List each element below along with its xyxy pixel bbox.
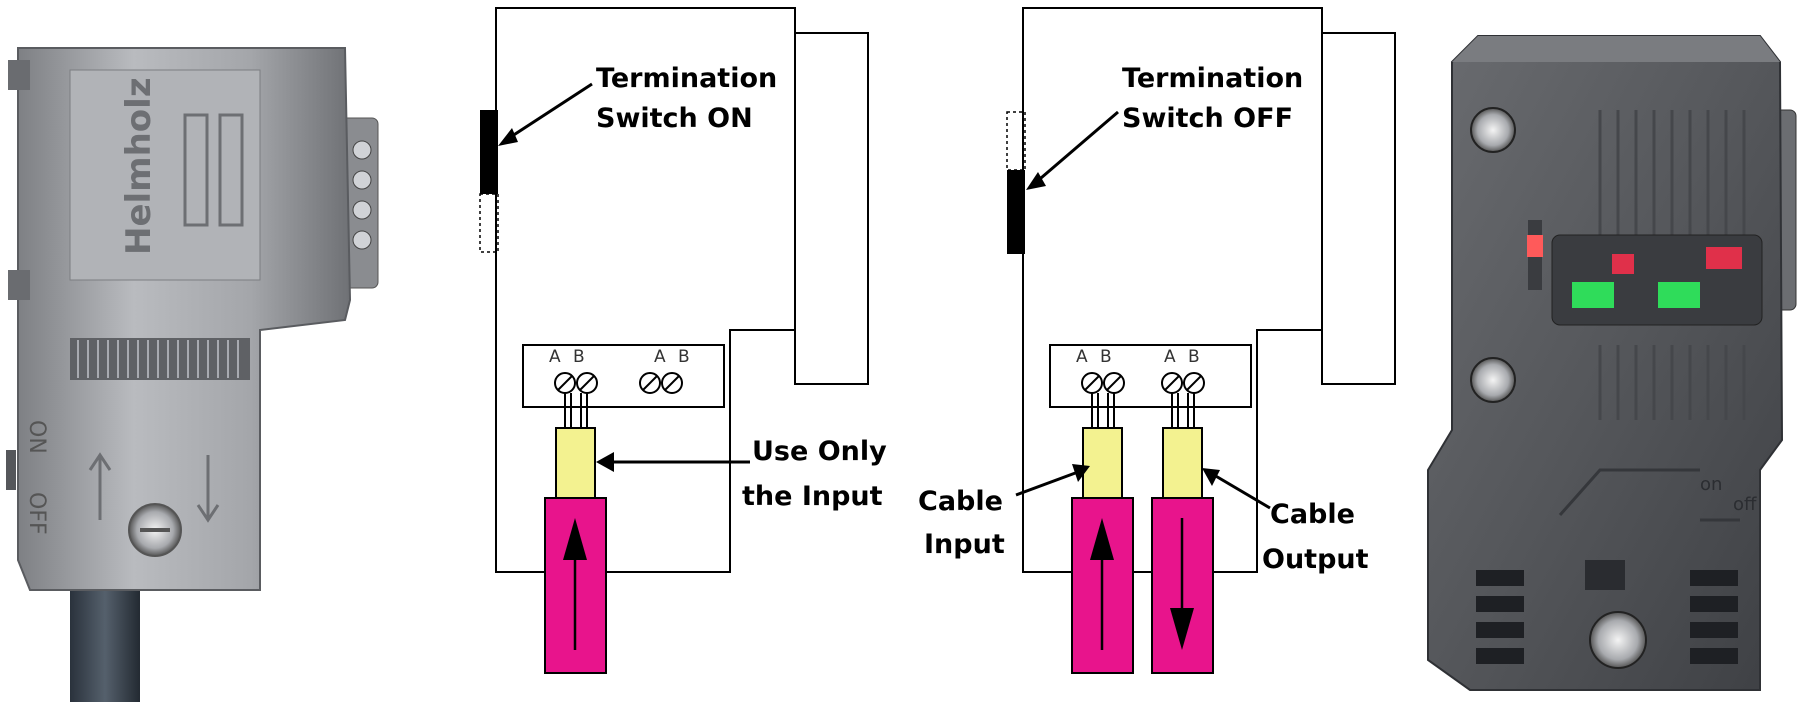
diagram-off-terminal-b1: B: [1100, 347, 1112, 367]
diagram-off-output-core: [1162, 427, 1203, 499]
diagram-off-terminal-b2: B: [1188, 347, 1200, 367]
right-switch-on-text: on: [1700, 474, 1722, 495]
diagram-off-output-label-line2: Output: [1262, 544, 1369, 575]
diagram-on-switch: [480, 110, 498, 194]
right-connector-photo: on off: [1427, 35, 1797, 691]
diagram-off-terminal-a1: A: [1076, 347, 1088, 367]
left-switch-on-text: ON: [24, 420, 49, 454]
diagram-on-termination-label-line2: Switch ON: [596, 103, 753, 134]
diagram-on-input-arrow-icon: [563, 518, 587, 560]
diagram-on-terminal-a1: A: [549, 347, 561, 367]
diagram-termination-on: Termination Switch ON A B A B Use Only t: [479, 7, 887, 674]
diagram-on-terminal-a2: A: [654, 347, 666, 367]
diagram-off-termination-label-line2: Switch OFF: [1122, 103, 1293, 134]
diagram-on-input-label-line2: the Input: [742, 481, 883, 512]
diagram-on-db9-block: [794, 32, 869, 385]
left-label-panel: [69, 69, 261, 281]
diagram-on-cable-core: [555, 427, 596, 499]
diagram-off-input-label-line2: Input: [924, 529, 1005, 560]
diagram-off-input-core: [1082, 427, 1123, 499]
diagram-off-output-arrow-icon: [1170, 608, 1194, 650]
diagram-termination-off: Termination Switch OFF A B A B: [918, 7, 1396, 674]
right-led-red-1: [1612, 254, 1634, 274]
right-led-red-2: [1706, 247, 1742, 269]
right-switch-off-text: off: [1733, 494, 1757, 515]
left-switch-off-text: OFF: [24, 492, 49, 535]
diagram-off-db9-block: [1321, 32, 1396, 385]
right-bottom-screw-icon: [1470, 357, 1516, 403]
right-termination-switch: [1527, 235, 1543, 257]
diagram-on-termination-label-line1: Termination: [596, 63, 777, 94]
left-cable: [70, 580, 140, 702]
right-led-green-1: [1572, 282, 1614, 308]
diagram-off-terminal-block: [1049, 344, 1252, 408]
diagram-off-termination-label-line1: Termination: [1122, 63, 1303, 94]
left-brand-text: Helmholz: [119, 77, 159, 255]
diagram-off-switch: [1007, 170, 1025, 254]
right-led-green-2: [1658, 282, 1700, 308]
diagram-on-terminal-b1: B: [573, 347, 585, 367]
diagram-off-output-label-line1: Cable: [1270, 499, 1355, 530]
right-bottom-dial-icon: [1589, 611, 1647, 669]
diagram-on-terminal-block: [522, 344, 725, 408]
left-grip-ribs: [70, 338, 250, 380]
right-top-screw-icon: [1470, 107, 1516, 153]
diagram-on-terminal-b2: B: [678, 347, 690, 367]
diagram-off-input-arrow-icon: [1090, 518, 1114, 560]
diagram-on-input-label-line1: Use Only: [752, 436, 887, 467]
left-connector-photo: Helmholz ON OFF: [6, 47, 379, 702]
diagram-off-input-label-line1: Cable: [918, 486, 1003, 517]
diagram-off-terminal-a2: A: [1164, 347, 1176, 367]
left-termination-switch: [6, 450, 16, 490]
